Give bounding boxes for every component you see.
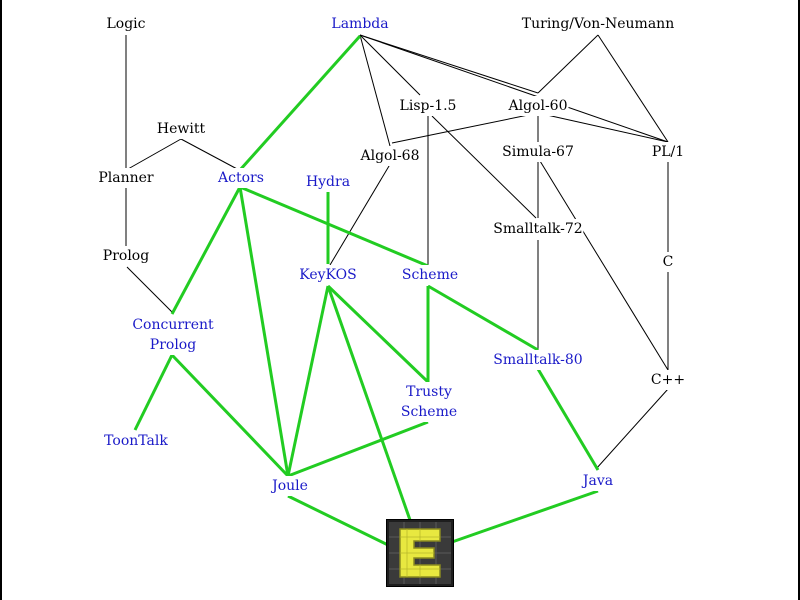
- node-toontalk: ToonTalk: [103, 431, 169, 451]
- node-trusty-scheme: Trusty Scheme: [399, 382, 459, 422]
- black-edge-group: [125, 34, 669, 470]
- edge-concurrent-toontalk: [133, 354, 174, 431]
- node-cpp: C++: [649, 370, 687, 390]
- trusty-scheme-line-1: Trusty: [406, 384, 452, 400]
- edge-cpp-java: [595, 388, 669, 470]
- node-smalltalk-72: Smalltalk-72: [492, 219, 584, 239]
- node-c: C: [661, 252, 675, 272]
- edge-simula-cpp: [539, 160, 669, 371]
- node-algol-68: Algol-68: [359, 146, 421, 166]
- concurrent-prolog-line-1: Concurrent: [132, 317, 214, 333]
- node-turing-von-neumann: Turing/Von-Neumann: [520, 14, 676, 34]
- edge-keykos-joule: [286, 285, 330, 477]
- edge-keykos-trusty: [326, 284, 430, 384]
- node-lambda: Lambda: [330, 14, 390, 34]
- node-logic: Logic: [105, 14, 147, 34]
- edge-hewitt-actors: [180, 138, 240, 171]
- edge-lambda-algol68: [359, 34, 391, 147]
- node-lisp-1-5: Lisp-1.5: [398, 96, 458, 116]
- edge-hewitt-planner: [127, 138, 182, 170]
- node-java: Java: [581, 471, 615, 491]
- e-language-logo-icon: [386, 519, 454, 587]
- node-algol-60: Algol-60: [507, 96, 569, 116]
- trusty-scheme-line-2: Scheme: [400, 404, 458, 420]
- node-hewitt: Hewitt: [155, 119, 207, 139]
- node-actors: Actors: [217, 168, 265, 188]
- right-border: [798, 0, 800, 600]
- edge-actors-scheme: [239, 185, 429, 268]
- node-smalltalk-80: Smalltalk-80: [492, 350, 584, 370]
- left-border: [0, 0, 2, 600]
- node-pl-1: PL/1: [650, 142, 686, 162]
- edge-lisp-smalltalk72: [431, 115, 537, 219]
- edge-java-e: [451, 489, 599, 544]
- edge-concurrent-joule: [170, 353, 290, 478]
- edge-turing-algol60: [537, 34, 599, 94]
- node-scheme: Scheme: [400, 265, 460, 285]
- edge-lambda-actors: [238, 34, 362, 172]
- edge-algol68-keykos: [329, 160, 393, 266]
- edge-trusty-joule: [287, 420, 429, 478]
- node-planner: Planner: [97, 168, 155, 188]
- node-joule: Joule: [271, 476, 309, 496]
- green-edge-group: [133, 34, 600, 547]
- edge-joule-e: [287, 494, 389, 547]
- edge-lambda-lisp: [359, 34, 421, 96]
- node-simula-67: Simula-67: [501, 142, 575, 162]
- edge-algol60-algol68: [391, 112, 539, 144]
- edge-scheme-smalltalk80: [427, 284, 539, 352]
- node-concurrent-prolog: Concurrent Prolog: [131, 315, 215, 355]
- edge-prolog-concurrent: [126, 266, 173, 313]
- node-hydra: Hydra: [304, 172, 352, 192]
- edge-algol60-pl1: [537, 112, 669, 143]
- edge-actors-concurrent: [170, 186, 242, 315]
- edge-lambda-algol60: [359, 34, 539, 94]
- edge-actors-joule: [238, 186, 290, 477]
- edge-lambda-pl1: [359, 34, 669, 143]
- node-keykos: KeyKOS: [298, 265, 358, 285]
- edge-keykos-e: [326, 285, 412, 521]
- concurrent-prolog-line-2: Prolog: [149, 337, 197, 353]
- edge-smalltalk80-java: [536, 368, 600, 471]
- node-prolog: Prolog: [101, 246, 151, 266]
- edge-turing-pl1: [597, 34, 669, 143]
